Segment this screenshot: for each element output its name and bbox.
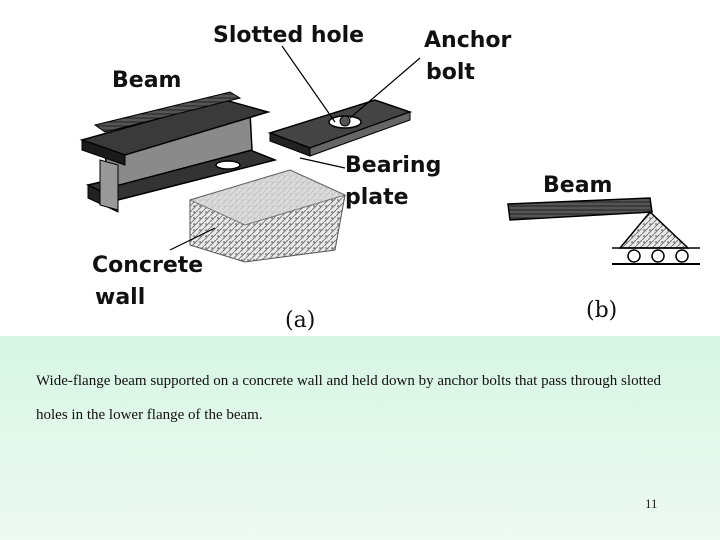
leader-bearing-plate	[299, 157, 346, 169]
leader-lines	[169, 45, 421, 251]
label-bearing-plate-line1: Bearing	[345, 153, 441, 178]
concrete-wall	[188, 169, 347, 263]
figure-caption: Wide-flange beam supported on a concrete…	[36, 373, 662, 423]
leader-slotted-hole	[281, 45, 336, 123]
label-concrete-wall-line1: Concrete	[92, 253, 203, 278]
roller-support	[612, 210, 700, 265]
label-bearing-plate-line2: plate	[345, 185, 409, 210]
wide-flange-beam	[79, 91, 278, 213]
beam-support-diagram: Slotted hole Anchor bolt Beam Bearing pl…	[79, 23, 700, 333]
beam-b	[507, 197, 653, 221]
caption-panel: Wide-flange beam supported on a concrete…	[0, 336, 720, 540]
label-beam-b: Beam	[543, 173, 612, 198]
leader-anchor-bolt	[349, 57, 421, 119]
figure: Slotted hole Anchor bolt Beam Bearing pl…	[79, 23, 700, 333]
label-slotted-hole: Slotted hole	[213, 23, 364, 48]
caption-b: (b)	[586, 298, 617, 323]
page-number: 11	[645, 496, 658, 511]
bearing-plate	[267, 99, 413, 157]
caption-a: (a)	[285, 308, 315, 333]
label-anchor-bolt-line2: bolt	[426, 60, 475, 85]
label-beam-a: Beam	[112, 68, 181, 93]
label-concrete-wall-line2: wall	[95, 285, 145, 310]
leader-concrete-wall	[169, 227, 216, 251]
label-anchor-bolt-line1: Anchor	[424, 28, 512, 53]
